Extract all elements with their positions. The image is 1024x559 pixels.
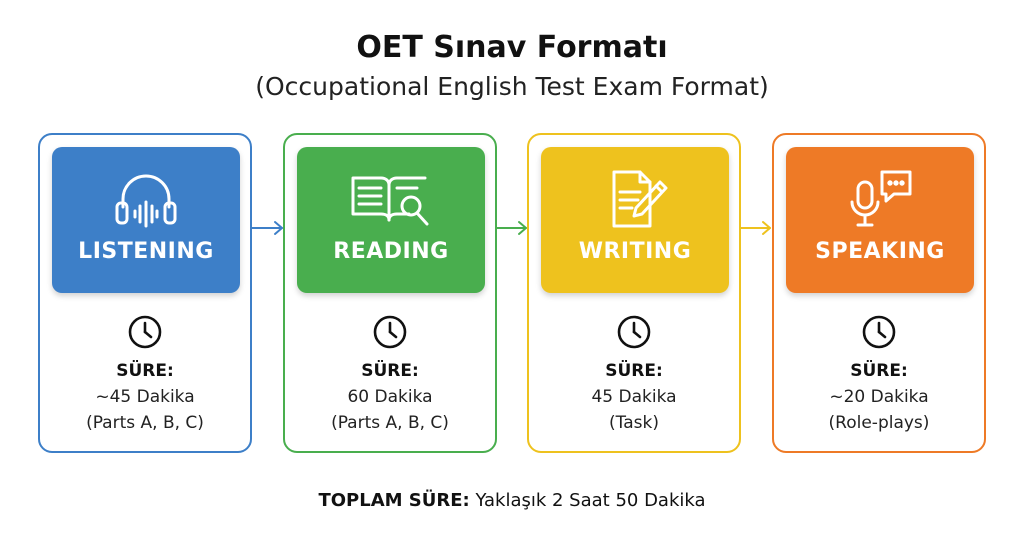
- duration-detail: (Parts A, B, C): [331, 413, 449, 433]
- document-pencil-icon: [541, 167, 729, 231]
- arrow-right-icon: [251, 221, 283, 235]
- total-duration-label: TOPLAM SÜRE:: [318, 490, 470, 511]
- book-magnifier-icon: [297, 167, 485, 231]
- duration-label: SÜRE:: [605, 361, 663, 381]
- section-label: READING: [333, 239, 449, 264]
- microphone-speech-icon: [786, 167, 974, 231]
- duration-value: ~20 Dakika: [829, 387, 929, 407]
- duration-detail: (Task): [609, 413, 659, 433]
- total-duration-value: Yaklaşık 2 Saat 50 Dakika: [475, 490, 706, 511]
- page-subtitle: (Occupational English Test Exam Format): [255, 72, 769, 101]
- duration-label: SÜRE:: [116, 361, 174, 381]
- duration-detail: (Role-plays): [828, 413, 930, 433]
- section-card-listening: LISTENING SÜRE: ~45 Dakika (Parts A, B, …: [38, 133, 252, 453]
- headphones-icon: [52, 167, 240, 231]
- duration-value: 60 Dakika: [347, 387, 433, 407]
- duration-label: SÜRE:: [850, 361, 908, 381]
- section-card-speaking: SPEAKING SÜRE: ~20 Dakika (Role-plays): [772, 133, 986, 453]
- section-card-writing: WRITING SÜRE: 45 Dakika (Task): [527, 133, 741, 453]
- section-tile-reading: READING: [297, 147, 485, 293]
- clock-icon: [617, 315, 651, 349]
- duration-label: SÜRE:: [361, 361, 419, 381]
- clock-icon: [373, 315, 407, 349]
- clock-icon: [128, 315, 162, 349]
- arrow-right-icon: [495, 221, 527, 235]
- section-tile-speaking: SPEAKING: [786, 147, 974, 293]
- section-label: WRITING: [578, 239, 692, 264]
- section-label: LISTENING: [78, 239, 214, 264]
- page-title: OET Sınav Formatı: [356, 30, 668, 65]
- section-label: SPEAKING: [815, 239, 945, 264]
- section-tile-writing: WRITING: [541, 147, 729, 293]
- total-duration: TOPLAM SÜRE: Yaklaşık 2 Saat 50 Dakika: [0, 490, 1024, 511]
- duration-detail: (Parts A, B, C): [86, 413, 204, 433]
- section-tile-listening: LISTENING: [52, 147, 240, 293]
- duration-value: 45 Dakika: [591, 387, 677, 407]
- arrow-right-icon: [739, 221, 771, 235]
- duration-value: ~45 Dakika: [95, 387, 195, 407]
- section-card-reading: READING SÜRE: 60 Dakika (Parts A, B, C): [283, 133, 497, 453]
- clock-icon: [862, 315, 896, 349]
